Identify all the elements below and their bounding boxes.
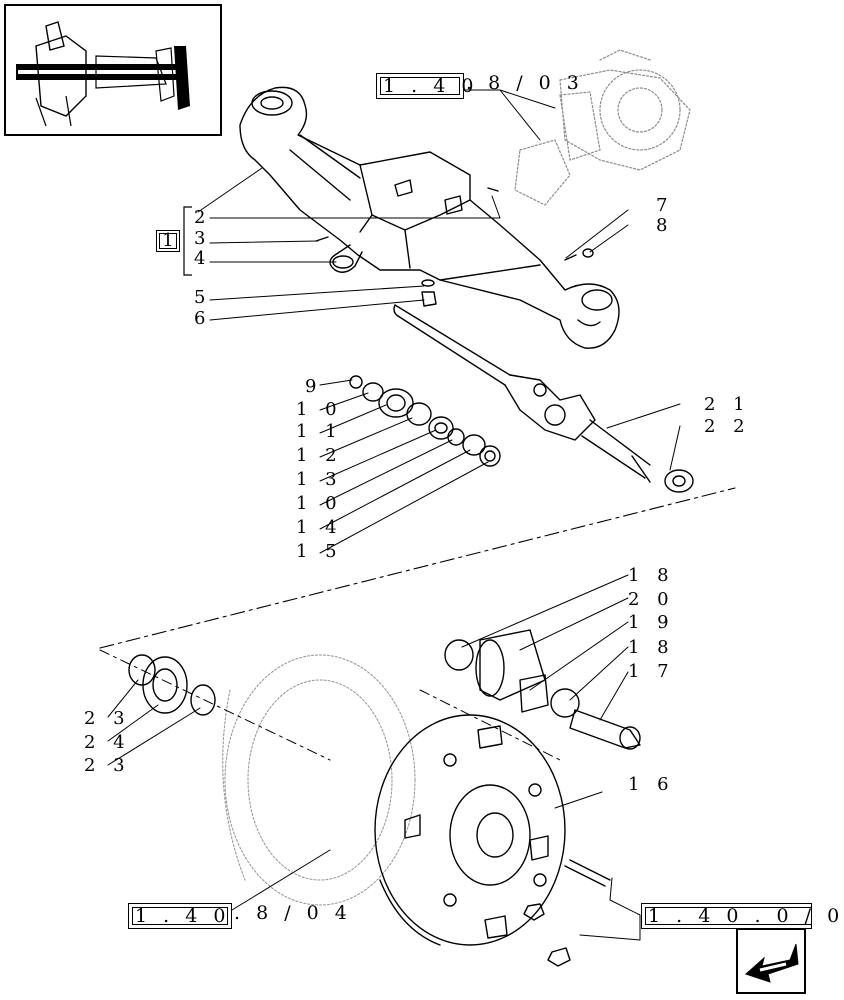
part-label-4: 4 — [194, 248, 212, 269]
axle-overview-thumbnail[interactable] — [4, 4, 222, 136]
reference-box-bottom-right[interactable]: 1 . 4 0 . 0 / 0 — [641, 903, 839, 929]
part-label-15: 1 5 — [296, 541, 343, 562]
reference-top-boxed: 1 . 4 0 — [383, 75, 479, 97]
part-label-10b: 1 0 — [296, 493, 343, 514]
seal-part-22-bore — [672, 475, 686, 487]
washer-part-5 — [421, 279, 435, 287]
part-label-6: 6 — [194, 308, 212, 329]
reference-bottom-left-boxed: 1 . 4 0 — [135, 905, 231, 927]
next-page-button[interactable] — [736, 928, 806, 994]
part-label-10a: 1 0 — [296, 399, 343, 420]
kit-label: 1 — [162, 230, 174, 251]
kit-label-box: 1 — [156, 230, 180, 252]
exploded-parts-diagram — [99, 49, 736, 967]
part-label-5: 5 — [194, 287, 212, 308]
part-label-2: 2 — [194, 207, 212, 228]
kit-bracket — [183, 206, 192, 276]
axle-shaft — [393, 304, 651, 483]
part-label-8: 8 — [656, 215, 674, 236]
leader-lines — [107, 89, 681, 941]
axis-line-right — [419, 689, 561, 761]
part-label-21: 2 1 — [704, 394, 751, 415]
seal-part-22 — [664, 469, 694, 493]
part-label-13: 1 3 — [296, 469, 343, 490]
part-label-23a: 2 3 — [84, 708, 131, 729]
part-label-24: 2 4 — [84, 732, 131, 753]
pin-part-7 — [564, 254, 577, 261]
part-label-9: 9 — [305, 376, 323, 397]
planet-gear-set — [444, 629, 641, 750]
part-label-19: 1 9 — [628, 612, 675, 633]
reference-box-bottom-left[interactable]: 1 . 4 0 — [128, 903, 232, 929]
part-label-16: 1 6 — [628, 774, 675, 795]
part-label-7: 7 — [656, 195, 674, 216]
part-label-12: 1 2 — [296, 445, 343, 466]
part-label-3: 3 — [194, 228, 212, 249]
stud-and-nuts — [523, 859, 611, 967]
plug-part-8 — [582, 248, 594, 258]
part-label-18a: 1 8 — [628, 565, 675, 586]
planet-carrier-flange — [374, 714, 566, 946]
ghost-final-drive-housing — [514, 49, 691, 206]
reference-box-top[interactable]: 1 . 4 0 — [376, 73, 473, 99]
part-label-23b: 2 3 — [84, 755, 131, 776]
axle-overview-icon — [16, 21, 190, 127]
separation-dashed-line — [99, 487, 736, 649]
bearing-stack — [349, 375, 501, 467]
part-label-11: 1 1 — [296, 421, 343, 442]
part-label-20: 2 0 — [628, 589, 675, 610]
next-page-arrow-icon — [745, 943, 799, 983]
pin-part-3 — [315, 236, 329, 242]
part-label-17: 1 7 — [628, 661, 675, 682]
part-label-22: 2 2 — [704, 416, 751, 437]
axle-housing — [239, 86, 620, 349]
axis-line-lower — [99, 649, 331, 761]
reference-bottom-right-boxed: 1 . 4 0 . 0 / 0 — [648, 905, 844, 927]
part-label-18b: 1 8 — [628, 637, 675, 658]
plug-part-6 — [421, 291, 437, 307]
reference-bottom-left-tail: . 8 / 0 4 — [234, 902, 352, 924]
ghost-planetary-housing — [222, 654, 416, 906]
reference-top-tail: . 8 / 0 3 — [466, 72, 584, 94]
sun-gear-set — [128, 654, 216, 716]
part-label-14: 1 4 — [296, 517, 343, 538]
